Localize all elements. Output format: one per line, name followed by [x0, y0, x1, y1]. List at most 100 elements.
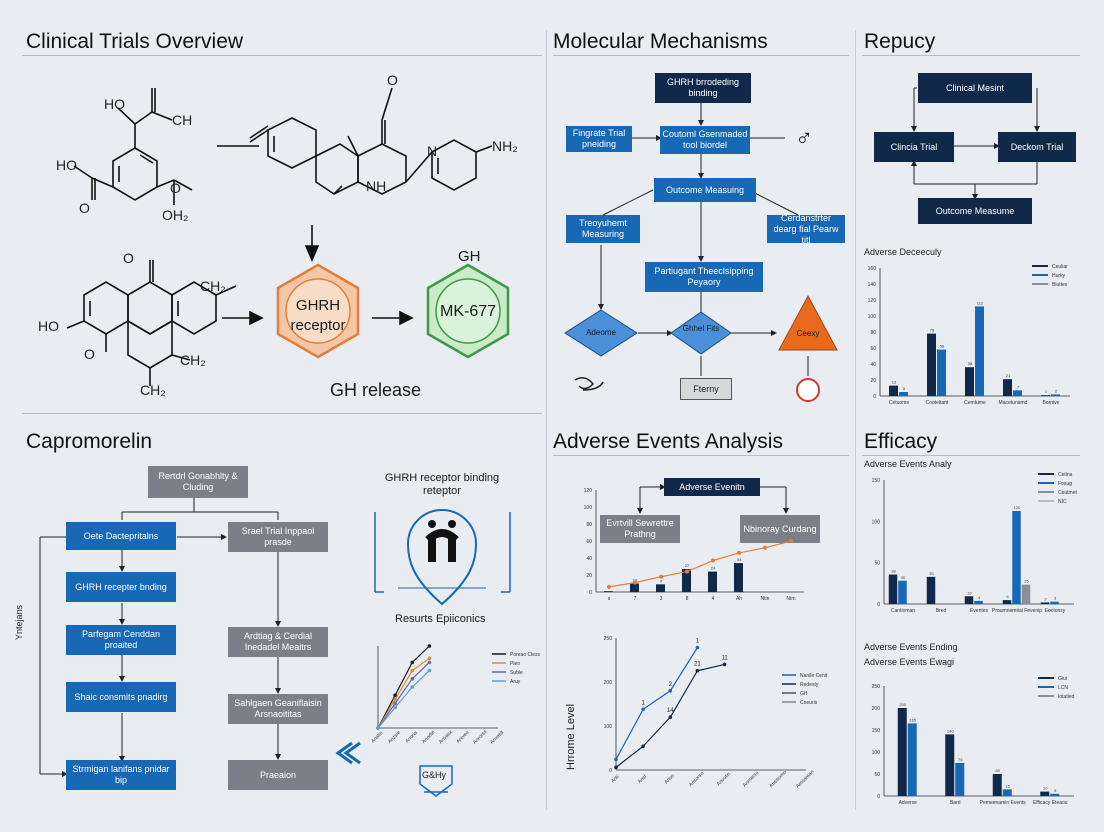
capro-box-l4: Shaic consmits pnadirg: [66, 682, 176, 712]
series-line: [615, 647, 698, 760]
bar: [889, 385, 898, 396]
x-tick-label: Proumnemitai Fevenip: [992, 608, 1042, 614]
y-tick-label: 40: [870, 362, 876, 368]
chart-adverse-deceeculy: 020406080100120140160135Cetuome7858Coote…: [868, 264, 1070, 406]
rule: [22, 413, 542, 414]
bar: [1050, 793, 1060, 796]
triangle-label: Ceexy: [796, 329, 820, 338]
x-tick-label: Ansl: [637, 774, 648, 785]
data-point: [668, 689, 673, 693]
y-tick-label: 60: [586, 539, 592, 545]
data-label: 1: [1045, 389, 1048, 394]
data-point: [614, 757, 618, 762]
data-point: [789, 539, 793, 543]
male-symbol-icon: ♂: [795, 125, 813, 152]
data-label: 15: [1006, 783, 1011, 788]
data-label: 5: [903, 386, 906, 391]
data-label: 5: [1006, 594, 1009, 599]
legend-label: Aruy: [510, 679, 521, 685]
molecular-flow-lines: [564, 103, 838, 402]
data-label: 24: [711, 566, 716, 571]
bar: [708, 571, 717, 592]
data-label: 58: [940, 344, 945, 349]
data-point: [393, 705, 397, 710]
data-label: 21: [1006, 373, 1011, 378]
data-point: [427, 644, 432, 648]
rep-box-left: Clincia Trial: [874, 132, 954, 162]
legend-label: Hurky: [1052, 273, 1066, 279]
legend-label: Suble: [510, 670, 523, 676]
data-point: [410, 685, 415, 689]
x-tick-label: Ntin: [761, 596, 770, 602]
bar: [1050, 601, 1059, 604]
x-tick-label: Anvasx: [438, 729, 454, 745]
chart-efficacy-1: 0501001503830Cantioman35Bred104Eventes51…: [872, 472, 1078, 614]
x-tick-label: Cetuome: [889, 400, 910, 406]
bottom-icon-label: G&Hy: [422, 770, 447, 780]
x-tick-label: s: [608, 596, 611, 602]
capro-flow-lines: [39, 498, 361, 777]
data-point: [393, 701, 397, 706]
bar: [1003, 379, 1012, 396]
bar: [1002, 789, 1012, 796]
data-label: 27: [685, 563, 690, 568]
data-point: [763, 545, 767, 550]
legend-label: Ceuliar: [1052, 264, 1068, 270]
y-tick-label: 0: [589, 590, 592, 596]
legend-label: Ceutmet: [1058, 490, 1078, 496]
data-label: 10: [633, 578, 638, 583]
y-tick-label: 140: [868, 282, 877, 288]
bar: [682, 569, 691, 592]
y-tick-label: 60: [870, 346, 876, 352]
y-tick-label: 100: [584, 505, 593, 511]
rule: [862, 455, 1080, 456]
chem-label: NH₂: [492, 138, 518, 154]
legend-label: GH: [800, 691, 808, 697]
capro-box-r3: Sahlgaen Geaniflaisin Arsnaoititas: [228, 694, 328, 724]
x-tick-label: Amoaman: [795, 769, 816, 790]
y-tick-label: 50: [874, 772, 880, 778]
y-tick-label: 0: [609, 768, 612, 774]
chem-label: O: [79, 200, 90, 216]
chart-title: Adverse Events Analy: [864, 459, 952, 469]
chem-label: HO: [38, 318, 59, 334]
legend-label: Ceitna: [1058, 472, 1073, 478]
adv-flow-lines: [637, 484, 789, 514]
heading-adverse: Adverse Events Analysis: [553, 430, 783, 453]
data-label: 36: [968, 361, 973, 366]
y-tick-label: 100: [872, 750, 881, 756]
x-tick-label: Anssiomo: [768, 769, 788, 789]
diamond-label: Adeome: [586, 328, 616, 337]
data-label: 50: [996, 768, 1001, 773]
data-point: [410, 660, 415, 665]
rule: [553, 55, 849, 56]
capro-box-r4: Praeaion: [228, 760, 328, 790]
x-tick-label: Anrorss: [472, 729, 489, 746]
heading-capromorelin: Capromorelin: [26, 430, 153, 453]
bar: [1013, 390, 1022, 396]
mk-677-label: MK-677: [439, 303, 497, 320]
data-point: [614, 765, 618, 770]
data-point: [668, 715, 673, 719]
data-point: [685, 569, 689, 574]
bar: [1040, 791, 1050, 796]
y-tick-label: 120: [868, 298, 877, 304]
data-label: 21: [694, 662, 701, 668]
receptor-pin-icon: [374, 509, 511, 606]
bar: [927, 333, 936, 396]
y-tick-label: 80: [870, 330, 876, 336]
chem-label: CH₂: [180, 352, 206, 368]
bar: [734, 563, 743, 592]
y-tick-label: 100: [604, 724, 613, 730]
data-label: 14: [667, 708, 674, 714]
data-label: 10: [1043, 786, 1048, 791]
y-tick-label: 100: [872, 519, 881, 525]
chem-label: CH₂: [200, 278, 226, 294]
x-tick-label: Ntm: [786, 596, 795, 602]
diamond-label: Ghhel Fits: [682, 324, 720, 333]
chem-label: O: [170, 180, 181, 196]
heading-efficacy: Efficacy: [864, 430, 938, 453]
series-line: [377, 670, 430, 729]
capro-box-l2: GHRH recepter bnding: [66, 572, 176, 602]
x-tick-label: Anvastr: [489, 729, 505, 745]
